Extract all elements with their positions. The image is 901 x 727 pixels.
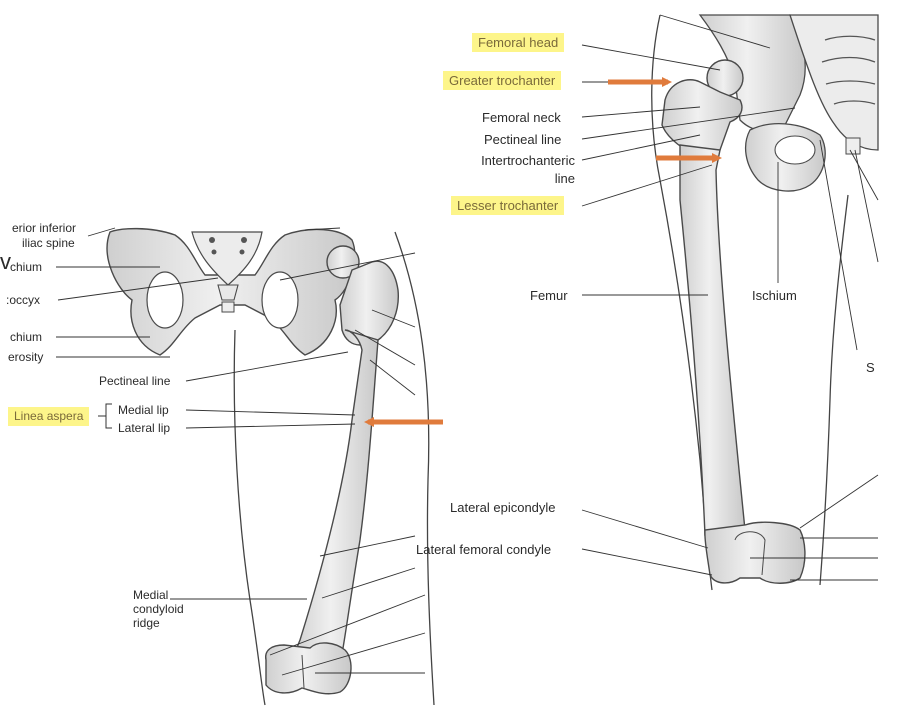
label-ant-inf-iliac-spine-2: iliac spine xyxy=(22,236,75,250)
label-coccyx: :occyx xyxy=(6,293,41,307)
label-tuberosity: erosity xyxy=(8,350,44,364)
right-pelvis xyxy=(698,14,879,192)
left-leg-outline xyxy=(233,329,266,706)
label-cut-letter: v xyxy=(0,249,11,274)
label-cut-s: S xyxy=(866,360,875,375)
left-leg-outline-outer xyxy=(394,231,435,706)
label-lateral-femoral-condyle: Lateral femoral condyle xyxy=(416,542,552,557)
right-leader-lines xyxy=(581,14,879,581)
label-medial-lip: Medial lip xyxy=(118,403,169,417)
label-pectineal-line-right: Pectineal line xyxy=(484,132,562,147)
label-lesser-trochanter: Lesser trochanter xyxy=(451,196,565,215)
label-femoral-head: Femoral head xyxy=(472,33,565,52)
label-ischium-top: chium xyxy=(10,260,43,274)
label-medial-condyloid-1: Medial xyxy=(133,588,169,602)
left-pelvis xyxy=(106,227,356,356)
label-greater-trochanter: Greater trochanter xyxy=(443,71,562,90)
left-leader-lines xyxy=(56,227,426,676)
label-medial-condyloid-3: ridge xyxy=(133,616,160,630)
linea-aspera-bracket xyxy=(98,403,112,429)
right-panel xyxy=(581,14,879,591)
label-lateral-epicondyle: Lateral epicondyle xyxy=(450,500,556,515)
label-lateral-lip: Lateral lip xyxy=(118,421,171,435)
label-ischium-bottom: chium xyxy=(10,330,43,344)
label-pectineal-line-left: Pectineal line xyxy=(99,374,171,388)
label-femur: Femur xyxy=(530,288,568,303)
label-ant-inf-iliac-spine-1: erior inferior xyxy=(12,221,77,235)
label-ischium-right: Ischium xyxy=(752,288,797,303)
label-intertrochanteric-1: Intertrochanteric xyxy=(481,153,575,168)
label-intertrochanteric-2: line xyxy=(554,171,575,186)
label-medial-condyloid-2: condyloid xyxy=(133,602,184,616)
label-linea-aspera: Linea aspera xyxy=(8,407,90,426)
left-femur xyxy=(265,245,399,695)
left-panel xyxy=(56,227,443,706)
label-femoral-neck: Femoral neck xyxy=(482,110,561,125)
right-leg-outline-inner xyxy=(819,194,849,586)
